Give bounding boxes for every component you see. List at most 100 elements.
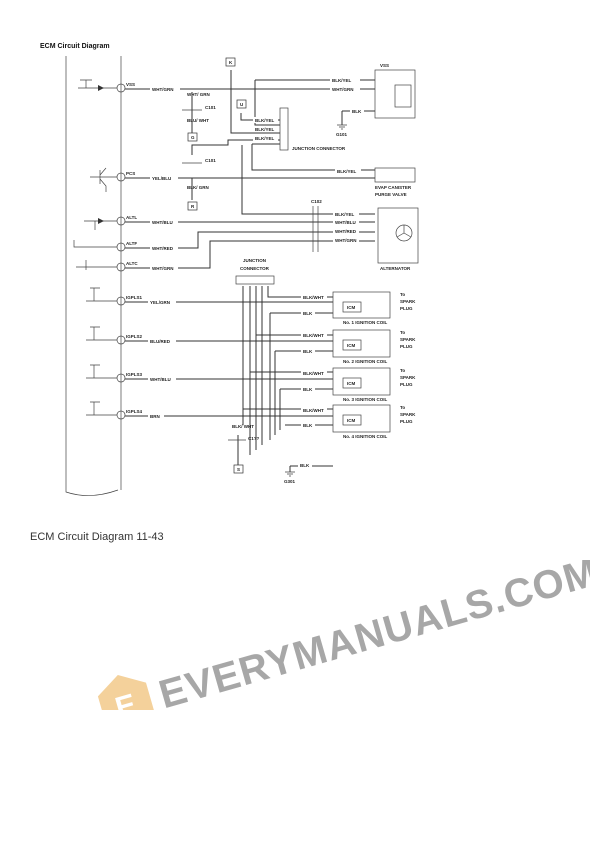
coil-wire-2: BLK xyxy=(303,387,313,392)
box-k: K xyxy=(229,60,233,65)
evap-wire: BLK/YEL xyxy=(337,169,357,174)
ignition-coil-2: ICM BLK/WHT BLK No. 2 IGNITION COIL To S… xyxy=(301,329,416,364)
wire-vss: WHT/GRN xyxy=(152,87,174,92)
to-spark-plug-2: SPARK xyxy=(400,375,416,380)
wire-altc: WHT/GRN xyxy=(152,266,174,271)
bottom-wire-label: BLK/ WHT xyxy=(232,424,254,429)
junction1-label: JUNCTION CONNECTOR xyxy=(292,146,346,151)
icm-label: ICM xyxy=(347,381,356,386)
wire-altf: WHT/RED xyxy=(152,246,174,251)
alternator-label: ALTERNATOR xyxy=(380,266,411,271)
coil-wire-1: BLK/WHT xyxy=(303,371,324,376)
terminal-igpls1: IGPLS1 xyxy=(126,295,143,300)
wire-ig2: BLU/RED xyxy=(150,339,171,344)
vss-sensor: VSS BLK/YEL WHT/GRN BLK G101 xyxy=(330,63,416,137)
terminal-vss: VSS xyxy=(126,82,135,87)
to-spark-plug-2: SPARK xyxy=(400,412,416,417)
c101b-label: C101 xyxy=(205,158,216,163)
vss-wire-2: WHT/GRN xyxy=(332,87,354,92)
to-spark-plug-1: To xyxy=(400,292,405,297)
junction2-label-2: CONNECTOR xyxy=(240,266,270,271)
coil-label: No. 3 IGNITION COIL xyxy=(343,397,388,402)
alt-wire-3: WHT/RED xyxy=(335,229,357,234)
to-spark-plug-1: To xyxy=(400,330,405,335)
ecm-terminals: VSS PCS ALTL ALTF ALTC IGPLS1 IGPLS2 IGP… xyxy=(73,79,143,420)
wire-altl: WHT/BLU xyxy=(152,220,173,225)
figure-caption: ECM Circuit Diagram 11-43 xyxy=(30,531,164,543)
icm-label: ICM xyxy=(347,305,356,310)
evap-purge-valve: BLK/YEL EVAP CANISTER PURGE VALVE xyxy=(335,167,416,197)
terminal-igpls4: IGPLS4 xyxy=(126,409,143,414)
ecm-outline xyxy=(65,56,122,496)
bottom-connector-label: C1?? xyxy=(248,436,260,441)
ground-icon xyxy=(337,124,347,130)
evap-label-1: EVAP CANISTER xyxy=(375,185,412,190)
coil-wire-2: BLK xyxy=(303,423,313,428)
terminal-altc: ALTC xyxy=(126,261,138,266)
wire-pcs: YEL/BLU xyxy=(152,176,171,181)
alt-wire-2: WHT/BLU xyxy=(335,220,356,225)
c101a-bottom-wire: BLU/ WHT xyxy=(187,118,209,123)
to-spark-plug-1: To xyxy=(400,368,405,373)
diagram-title: ECM Circuit Diagram xyxy=(40,43,110,50)
box-g: G xyxy=(191,135,195,140)
coil-wire-2: BLK xyxy=(303,311,313,316)
vss-wire-1: BLK/YEL xyxy=(332,78,352,83)
to-spark-plug-3: PLUG xyxy=(400,419,413,424)
junction1-wire-1: BLK/YEL xyxy=(255,118,275,123)
connector-c101-a: WHT/ GRN C101 BLU/ WHT G xyxy=(182,92,216,142)
connector-boxes: K U xyxy=(225,57,247,109)
to-spark-plug-3: PLUG xyxy=(400,382,413,387)
to-spark-plug-2: SPARK xyxy=(400,337,416,342)
to-spark-plug-1: To xyxy=(400,405,405,410)
junction-connector-1: BLK/YEL BLK/YEL BLK/YEL JUNCTION CONNECT… xyxy=(253,107,346,151)
ignition-coil-1: ICM BLK/WHT BLK No. 1 IGNITION COIL To S… xyxy=(301,291,416,325)
c102-label: C102 xyxy=(311,199,322,204)
to-spark-plug-2: SPARK xyxy=(400,299,416,304)
ground-wire-label: BLK xyxy=(300,463,310,468)
coil-label: No. 2 IGNITION COIL xyxy=(343,359,388,364)
box-s: S xyxy=(237,467,240,472)
wire-ig3: WHT/BLU xyxy=(150,377,171,382)
evap-label-2: PURGE VALVE xyxy=(375,192,407,197)
junction2-label-1: JUNCTION xyxy=(243,258,266,263)
coil-wire-1: BLK/WHT xyxy=(303,295,324,300)
coil-label: No. 1 IGNITION COIL xyxy=(343,320,388,325)
wire-labels: WHT/GRN YEL/BLU WHT/BLU WHT/RED WHT/GRN … xyxy=(148,85,180,419)
alternator: C102 BLK/YEL WHT/BLU WHT/RED WHT/GRN ALT… xyxy=(311,199,419,271)
wire-ig1: YEL/GRN xyxy=(150,300,170,305)
c101b-bottom-wire: BLK/ GRN xyxy=(187,185,209,190)
wire-ig4: BRN xyxy=(150,414,160,419)
terminal-igpls2: IGPLS2 xyxy=(126,334,143,339)
ground-g101: G101 xyxy=(336,132,348,137)
alt-wire-1: BLK/YEL xyxy=(335,212,355,217)
terminal-altf: ALTF xyxy=(126,241,137,246)
ground-g301: G301 xyxy=(284,479,296,484)
terminal-pcs: PCS xyxy=(126,171,135,176)
junction1-wire-3: BLK/YEL xyxy=(255,136,275,141)
box-r: R xyxy=(191,204,195,209)
to-spark-plug-3: PLUG xyxy=(400,344,413,349)
junction1-wire-2: BLK/YEL xyxy=(255,127,275,132)
icm-label: ICM xyxy=(347,418,356,423)
c101a-label: C101 xyxy=(205,105,216,110)
connector-c101-b: C101 BLK/ GRN R xyxy=(182,158,216,211)
bottom-connector: BLK/ WHT C1?? S BLK G301 xyxy=(228,424,312,484)
ignition-coil-4: ICM BLK/WHT BLK No. 4 IGNITION COIL To S… xyxy=(301,404,416,439)
ground-icon xyxy=(285,471,295,477)
to-spark-plug-3: PLUG xyxy=(400,306,413,311)
ignition-coil-3: ICM BLK/WHT BLK No. 3 IGNITION COIL To S… xyxy=(301,367,416,402)
ignition-coils: ICM BLK/WHT BLK No. 1 IGNITION COIL To S… xyxy=(301,291,416,439)
coil-wire-2: BLK xyxy=(303,349,313,354)
box-u: U xyxy=(240,102,243,107)
terminal-altl: ALTL xyxy=(126,215,137,220)
c101a-top-wire: WHT/ GRN xyxy=(187,92,210,97)
vss-sensor-label: VSS xyxy=(380,63,389,68)
alt-wire-4: WHT/GRN xyxy=(335,238,357,243)
coil-label: No. 4 IGNITION COIL xyxy=(343,434,388,439)
coil-wire-1: BLK/WHT xyxy=(303,408,324,413)
terminal-igpls3: IGPLS3 xyxy=(126,372,143,377)
vss-wire-3: BLK xyxy=(352,109,362,114)
coil-wire-1: BLK/WHT xyxy=(303,333,324,338)
